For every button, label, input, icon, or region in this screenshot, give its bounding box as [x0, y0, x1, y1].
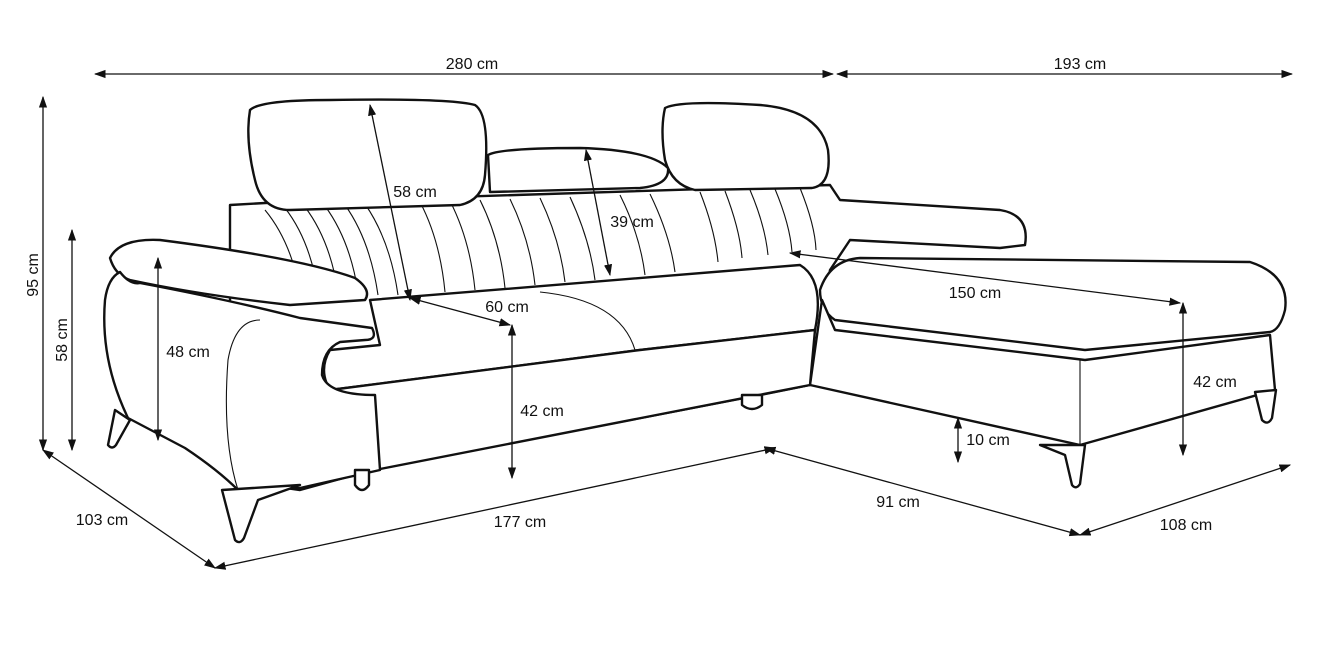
label-chaise-depth: 108 cm: [1160, 517, 1212, 534]
label-headrest-height: 58 cm: [393, 184, 437, 201]
label-chaise-width: 193 cm: [1054, 56, 1106, 73]
label-chaise-length: 150 cm: [949, 285, 1001, 302]
dimension-labels: 280 cm 193 cm 95 cm 58 cm 58 cm 39 cm 60…: [25, 56, 1237, 534]
label-total-height: 95 cm: [25, 253, 42, 297]
label-total-width: 280 cm: [446, 56, 498, 73]
label-arm-inner-height: 48 cm: [166, 344, 210, 361]
label-sofa-length: 177 cm: [494, 514, 546, 531]
label-leg-height: 10 cm: [966, 432, 1010, 449]
leg: [106, 408, 132, 449]
left-arm-body: [103, 270, 382, 492]
sofa-drawing: [103, 98, 1287, 544]
label-depth: 103 cm: [76, 512, 128, 529]
bed-wheel: [353, 468, 371, 492]
leg: [220, 483, 302, 544]
bed-wheel: [740, 393, 764, 411]
headrest-left: [247, 98, 488, 212]
label-chaise-seat-height: 42 cm: [1193, 374, 1237, 391]
chaise-base: [808, 298, 1277, 447]
label-seat-depth: 60 cm: [485, 299, 529, 316]
dimension-lines: [38, 69, 1294, 570]
label-chaise-side: 91 cm: [876, 494, 920, 511]
label-armrest-height: 58 cm: [54, 318, 71, 362]
label-seat-height: 42 cm: [520, 403, 564, 420]
headrest-right: [661, 101, 830, 192]
headrest-middle: [486, 146, 670, 194]
label-headrest-adjust: 39 cm: [610, 214, 654, 231]
leg: [1253, 388, 1278, 424]
leg: [1038, 443, 1087, 489]
